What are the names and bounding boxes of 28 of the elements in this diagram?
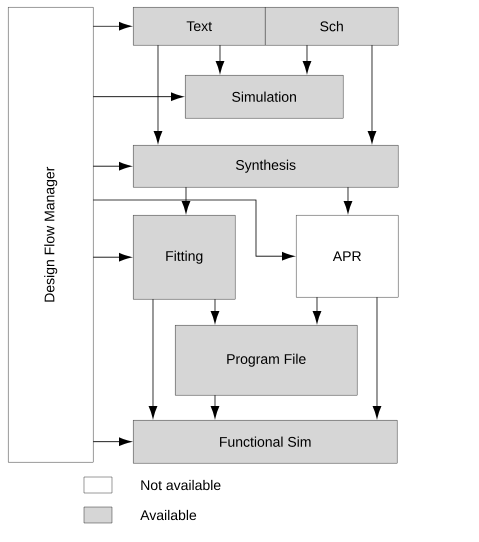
process-box: Program File [175,325,358,396]
process-box: Text [133,7,266,46]
arrow [312,297,322,324]
arrow [182,187,190,214]
process-box: Fitting [133,215,236,300]
process-box: Functional Sim [133,420,398,464]
arrow [368,45,376,144]
arrow [93,92,184,101]
arrow [210,395,220,418]
manager-box: Design Flow Manager [8,7,94,462]
arrow [148,299,158,418]
process-box: Synthesis [133,145,398,188]
process-box: APR [296,215,398,298]
arrow [344,187,352,214]
arrow [93,200,294,260]
process-box: Sch [265,7,398,46]
arrow [210,299,220,324]
arrow [216,45,224,74]
legend-text: Not available [141,480,220,490]
arrow [93,252,132,262]
arrow [302,45,312,74]
arrow [93,437,132,446]
process-box: Simulation [185,75,344,118]
arrow [93,162,132,170]
legend-text: Available [140,510,196,520]
arrow [372,297,382,418]
arrow [154,45,162,144]
arrow [93,22,132,30]
